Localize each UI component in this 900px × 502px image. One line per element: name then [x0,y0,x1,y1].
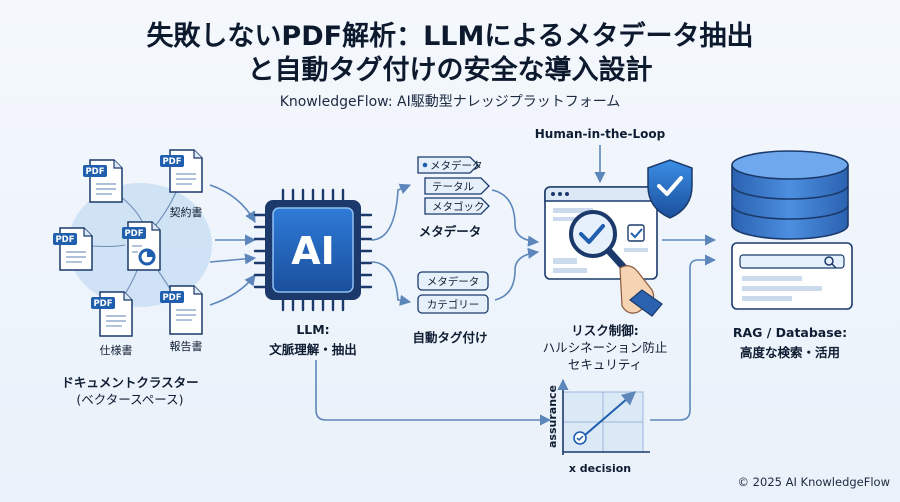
pdf-badge-text: PDF [55,235,74,245]
risk-line3: セキュリティ [567,357,643,372]
hand-icon [619,265,663,317]
doc-label-shiyou: 仕様書 [100,343,133,357]
page-subtitle: KnowledgeFlow: AI駆動型ナレッジプラットフォーム [279,94,621,110]
doc-label-keiyaku: 契約書 [170,205,203,219]
pdf-doc-icon [53,227,93,271]
cluster-label: ドキュメントクラスター [61,375,199,390]
cluster-sublabel: (ベクタースペース) [76,392,184,407]
risk-label: リスク制御: [571,323,639,338]
metadata-tag-2: テータル [432,181,474,193]
hitl-label: Human-in-the-Loop [535,127,666,141]
decision-chart-xlabel: x decision [569,462,631,475]
page-title-line1: 失敗しないPDF解析：LLMによるメタデータ抽出 [146,21,754,52]
decision-chart [557,378,650,455]
decision-path-arrows [315,254,717,426]
shield-icon [647,159,693,219]
metadata-tag-3: メタゴック [432,200,485,213]
tag-chip [424,197,490,215]
metadata-label: メタデータ [418,224,482,239]
pdf-doc-icon [160,149,203,193]
ai-chip-text: AI [291,229,335,273]
pdf-doc-icon [160,285,203,335]
footer-copyright: © 2025 AI KnowledgeFlow [737,475,890,489]
ai-chip-icon [253,188,373,312]
tag-chip [424,177,490,195]
pdf-badge-text: PDF [85,167,104,177]
pdf-badge-text: PDF [124,229,143,239]
tag-chip [417,271,489,291]
llm-label: LLM: [296,322,330,337]
autotag-tag-2: カテゴリー [427,298,480,311]
search-panel-icon [731,242,853,310]
autotag-label: 自動タグ付け [412,330,488,345]
pdf-badge-text: PDF [162,293,181,303]
chip-to-tags-arrows [370,183,412,306]
pdf-badge-text: PDF [162,157,181,167]
pdf-badge-text: PDF [93,299,112,309]
page-title-line2: と自動タグ付けの安全な導入設計 [247,55,653,86]
magnifier-icon [569,210,632,276]
pdf-doc-icon [83,159,123,203]
metadata-tag-group [417,156,490,215]
autotag-tag-group [417,271,489,314]
metadata-tag-1: メタデータ [430,159,483,172]
database-sublabel: 高度な検索・活用 [739,345,840,360]
tag-chip [417,294,489,314]
autotag-tag-1: メタデータ [427,275,480,288]
document-cluster [53,149,212,337]
pdf-doc-icon [122,221,161,271]
database-label: RAG / Database: [732,325,848,340]
doc-label-houkoku: 報告書 [170,339,203,353]
database-icon [731,150,849,240]
llm-sublabel: 文脈理解・抽出 [269,342,357,357]
tags-to-risk-arrows [491,189,540,301]
pdf-doc-icon [91,291,133,337]
risk-line2: ハルシネーション防止 [542,340,668,355]
decision-chart-ylabel: assurance [546,385,559,448]
tag-chip [417,156,479,174]
input-arrows [209,184,257,306]
